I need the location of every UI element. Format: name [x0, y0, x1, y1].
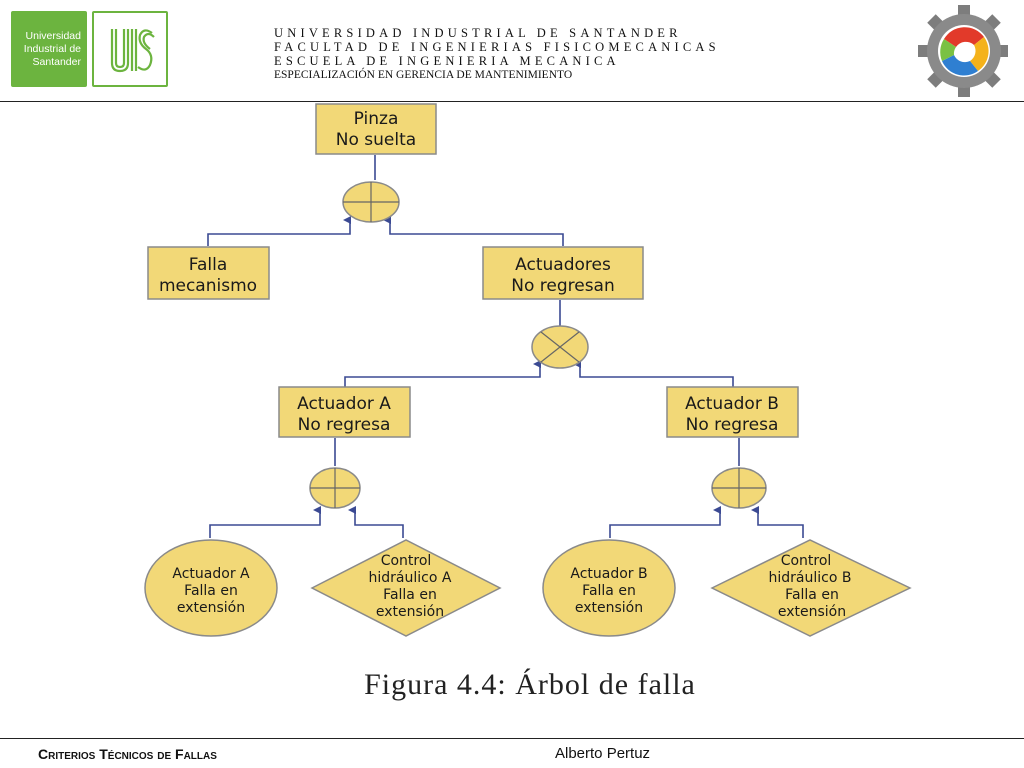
- node-label: Falla en: [785, 587, 839, 603]
- or-gate-a: [309, 467, 361, 509]
- node-control-hidraulico-b: Control hidráulico B Falla en extensión: [710, 539, 912, 637]
- node-label: Pinza: [354, 109, 399, 129]
- uis-logo: [92, 11, 168, 87]
- node-label: extensión: [177, 600, 245, 616]
- node-label: No regresan: [511, 276, 615, 296]
- heading-line: ESCUELA DE INGENIERIA MECANICA: [274, 54, 620, 68]
- page-header: Universidad Industrial de Santander UNIV…: [0, 0, 1024, 103]
- figure-caption: Figura 4.4: Árbol de falla: [364, 668, 696, 701]
- heading-line: UNIVERSIDAD INDUSTRIAL DE SANTANDER: [274, 26, 682, 40]
- node-label: mecanismo: [159, 276, 257, 296]
- node-actuador-a: Actuador A No regresa: [278, 386, 411, 438]
- or-gate-b: [711, 467, 767, 509]
- node-label: hidráulico A: [369, 570, 452, 586]
- node-actuador-b: Actuador B No regresa: [666, 386, 799, 438]
- footer-divider: [0, 738, 1024, 739]
- connector-lines: [207, 155, 804, 538]
- and-gate: [531, 325, 589, 369]
- fault-tree-diagram: Pinza No suelta Falla mecanismo Actuador…: [144, 103, 912, 637]
- node-actuador-b-falla: Actuador B Falla en extensión: [542, 539, 676, 637]
- node-label: No suelta: [336, 130, 416, 150]
- university-badge: Universidad Industrial de Santander: [11, 11, 87, 87]
- node-label: Actuadores: [515, 255, 611, 275]
- node-label: Falla en: [383, 587, 437, 603]
- node-label: extensión: [575, 600, 643, 616]
- node-label: Actuador B: [685, 394, 779, 414]
- node-label: extensión: [376, 604, 444, 620]
- node-label: Control: [781, 553, 832, 569]
- institution-heading: UNIVERSIDAD INDUSTRIAL DE SANTANDER FACU…: [274, 26, 720, 82]
- node-label: Actuador B: [570, 566, 647, 582]
- node-label: hidráulico B: [769, 570, 852, 586]
- node-label: No regresa: [298, 415, 391, 435]
- node-label: Falla en: [184, 583, 238, 599]
- header-divider: [0, 101, 1024, 102]
- heading-line: ESPECIALIZACIÓN EN GERENCIA DE MANTENIMI…: [274, 69, 573, 81]
- node-top-event: Pinza No suelta: [315, 103, 437, 155]
- node-label: extensión: [778, 604, 846, 620]
- node-label: No regresa: [686, 415, 779, 435]
- node-actuadores: Actuadores No regresan: [482, 246, 644, 300]
- node-label: Falla: [189, 255, 228, 275]
- heading-line: FACULTAD DE INGENIERIAS FISICOMECANICAS: [274, 40, 720, 54]
- gear-logo-icon: [916, 3, 1010, 99]
- footer-author: Alberto Pertuz: [555, 745, 651, 762]
- node-label: Actuador A: [297, 394, 391, 414]
- node-actuador-a-falla: Actuador A Falla en extensión: [144, 539, 278, 637]
- node-label: Falla en: [582, 583, 636, 599]
- node-falla-mecanismo: Falla mecanismo: [147, 246, 270, 300]
- node-label: Control: [381, 553, 432, 569]
- node-label: Actuador A: [172, 566, 250, 582]
- footer-title: Criterios Técnicos de Fallas: [38, 746, 217, 762]
- or-gate-top: [342, 181, 400, 223]
- node-control-hidraulico-a: Control hidráulico A Falla en extensión: [310, 539, 502, 637]
